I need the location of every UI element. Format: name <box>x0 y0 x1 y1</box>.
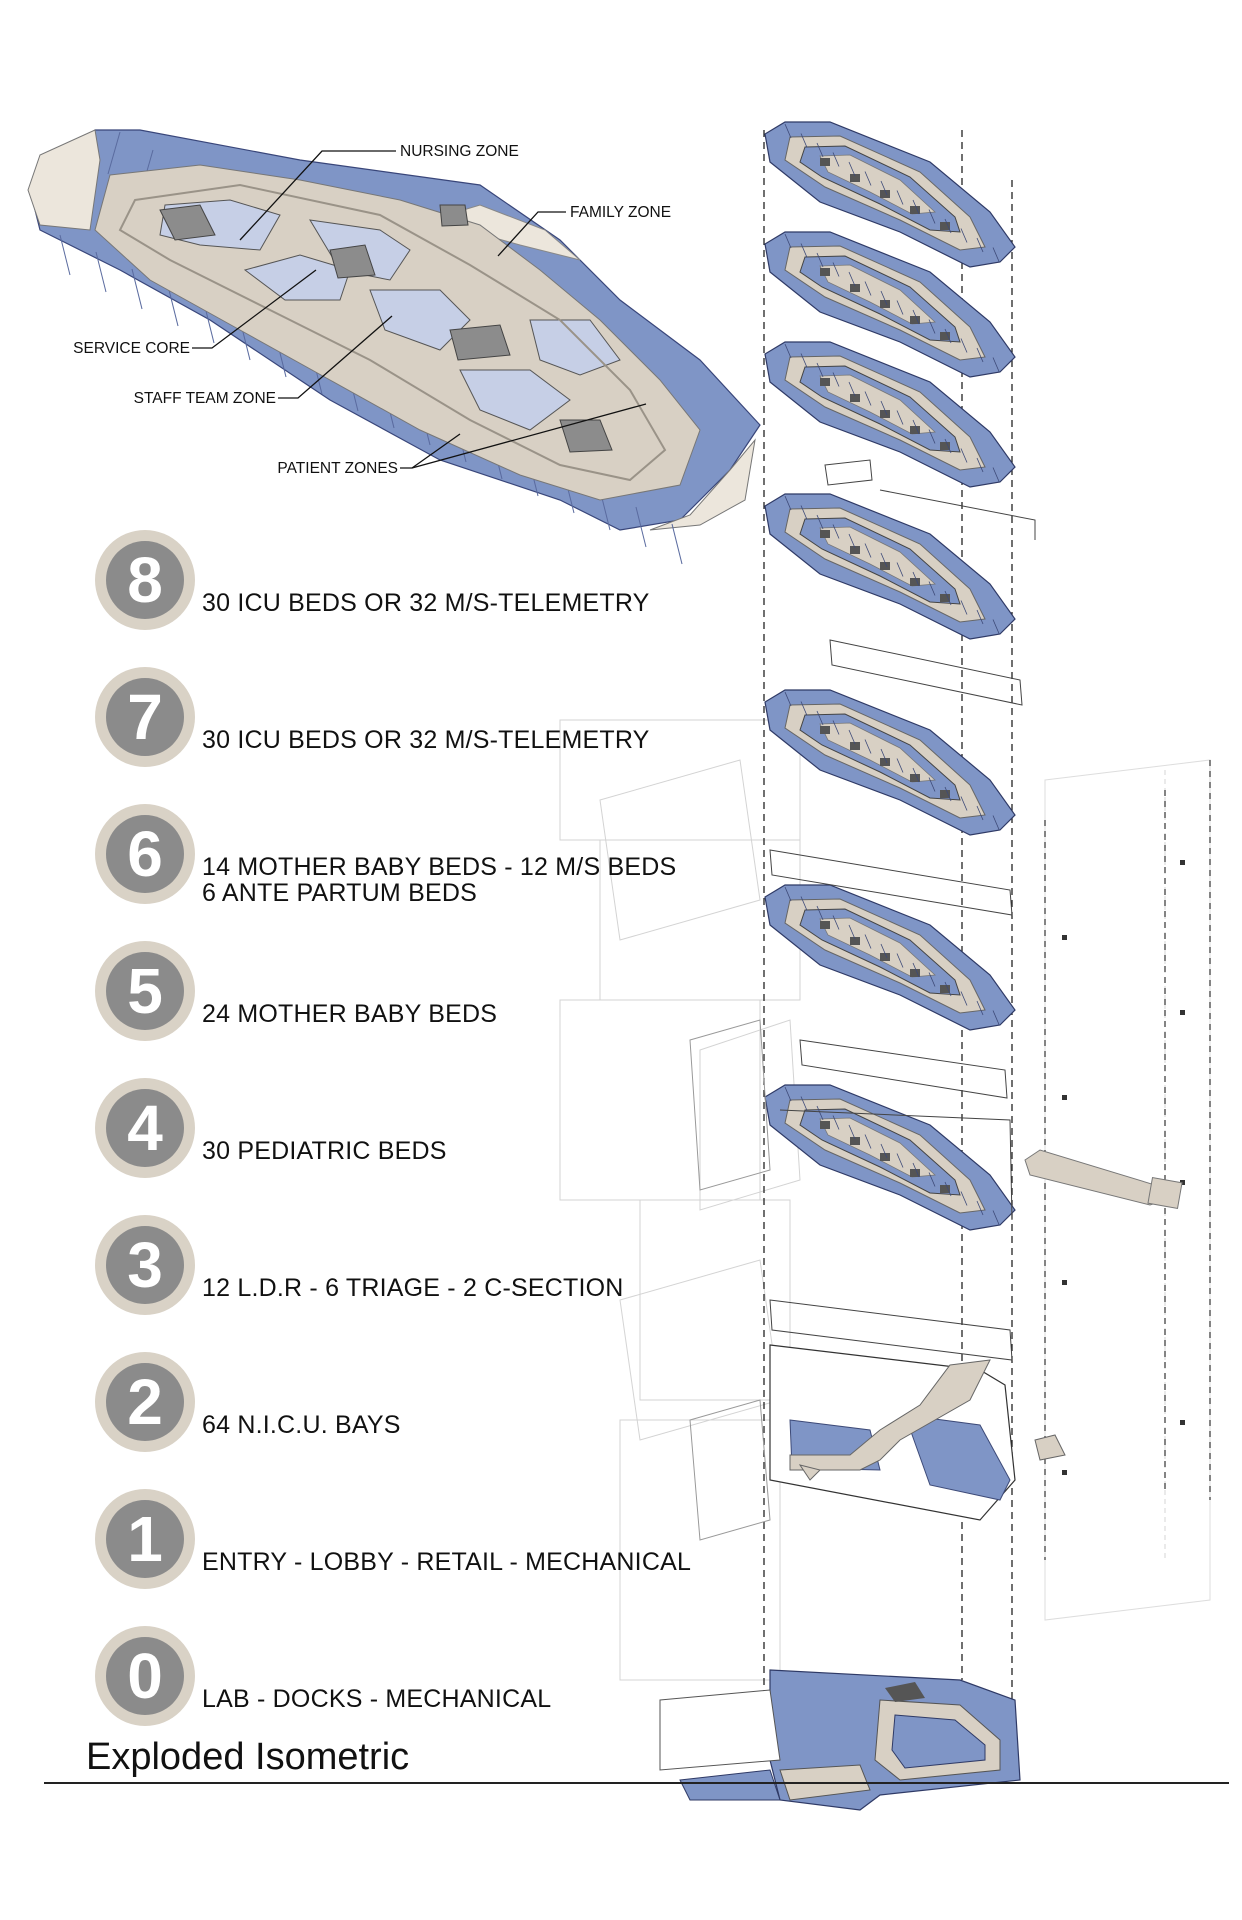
level-number: 1 <box>127 1503 163 1575</box>
floor-plate <box>764 689 1016 836</box>
ground-baseline <box>44 1782 1229 1784</box>
floor-plate <box>764 121 1016 268</box>
callout-patient-zones: PATIENT ZONES <box>277 460 398 477</box>
level-badge: 0 <box>95 1626 195 1726</box>
level-number: 6 <box>127 818 163 890</box>
level-row-2: 2 64 N.I.C.U. BAYS <box>0 1352 760 1462</box>
level-badge-inner: 3 <box>106 1226 184 1304</box>
level-description: LAB - DOCKS - MECHANICAL <box>202 1686 551 1712</box>
level-number: 7 <box>127 681 163 753</box>
callout-nursing-zone: NURSING ZONE <box>400 143 519 160</box>
level-badge-inner: 7 <box>106 678 184 756</box>
level-row-8: 8 30 ICU BEDS OR 32 M/S-TELEMETRY <box>0 530 760 640</box>
level-description: 30 PEDIATRIC BEDS <box>202 1138 447 1164</box>
floor-plate <box>764 231 1016 378</box>
typical-floor-plan: NURSING ZONE FAMILY ZONE SERVICE CORE ST… <box>27 129 761 565</box>
level-badge-inner: 0 <box>106 1637 184 1715</box>
level-badge-inner: 8 <box>106 541 184 619</box>
level-row-5: 5 24 MOTHER BABY BEDS <box>0 941 760 1051</box>
level-description-line: LAB - DOCKS - MECHANICAL <box>202 1685 552 1713</box>
level-description: ENTRY - LOBBY - RETAIL - MECHANICAL <box>202 1549 691 1575</box>
level-badge-inner: 1 <box>106 1500 184 1578</box>
floor-plate <box>764 341 1016 488</box>
right-dashed-shafts <box>1044 760 1211 1560</box>
level-description-line: 30 PEDIATRIC BEDS <box>202 1137 447 1165</box>
level-badge: 5 <box>95 941 195 1041</box>
callout-family-zone: FAMILY ZONE <box>570 204 671 221</box>
diagram-title: Exploded Isometric <box>86 1736 410 1778</box>
level-number: 3 <box>127 1229 163 1301</box>
level-badge: 3 <box>95 1215 195 1315</box>
level-description: 24 MOTHER BABY BEDS <box>202 1001 497 1027</box>
level-description: 30 ICU BEDS OR 32 M/S-TELEMETRY <box>202 727 650 753</box>
level-badge: 4 <box>95 1078 195 1178</box>
level-badge: 6 <box>95 804 195 904</box>
callout-staff-team-zone: STAFF TEAM ZONE <box>134 390 276 407</box>
level-description-line: 12 L.D.R - 6 TRIAGE - 2 C-SECTION <box>202 1274 624 1302</box>
level-number: 5 <box>127 955 163 1027</box>
callout-leaders <box>192 150 647 469</box>
adjacent-plan-outlines <box>689 459 1036 1541</box>
floor-plate <box>764 884 1016 1031</box>
floor-plates-stack <box>764 121 1016 1231</box>
level-description-line: 6 ANTE PARTUM BEDS <box>202 879 477 907</box>
level-row-4: 4 30 PEDIATRIC BEDS <box>0 1078 760 1188</box>
level-badge-inner: 2 <box>106 1363 184 1441</box>
level-description-line: ENTRY - LOBBY - RETAIL - MECHANICAL <box>202 1548 692 1576</box>
level-row-3: 3 12 L.D.R - 6 TRIAGE - 2 C-SECTION <box>0 1215 760 1325</box>
level-number: 2 <box>127 1366 163 1438</box>
level-badge: 2 <box>95 1352 195 1452</box>
level-badge: 7 <box>95 667 195 767</box>
level-number: 8 <box>127 544 163 616</box>
level-description-line: 64 N.I.C.U. BAYS <box>202 1411 401 1439</box>
level-description-line: 30 ICU BEDS OR 32 M/S-TELEMETRY <box>202 726 650 754</box>
podium-level-2 <box>769 1344 1066 1521</box>
callout-service-core: SERVICE CORE <box>73 340 190 357</box>
floor-plate <box>764 1084 1016 1231</box>
level-badge-inner: 6 <box>106 815 184 893</box>
floor-plate <box>764 493 1016 640</box>
level-description: 30 ICU BEDS OR 32 M/S-TELEMETRY <box>202 590 650 616</box>
level-number: 0 <box>127 1640 163 1712</box>
level-badge-inner: 5 <box>106 952 184 1030</box>
level-badge: 1 <box>95 1489 195 1589</box>
level-description-line: 14 MOTHER BABY BEDS - 12 M/S BEDS <box>202 853 677 881</box>
level-badge: 8 <box>95 530 195 630</box>
level-description-line: 30 ICU BEDS OR 32 M/S-TELEMETRY <box>202 589 650 617</box>
level-number: 4 <box>127 1092 163 1164</box>
level-description: 64 N.I.C.U. BAYS <box>202 1412 401 1438</box>
level-description-line: 24 MOTHER BABY BEDS <box>202 1000 498 1028</box>
level-badge-inner: 4 <box>106 1089 184 1167</box>
level-row-7: 7 30 ICU BEDS OR 32 M/S-TELEMETRY <box>0 667 760 777</box>
level-description: 12 L.D.R - 6 TRIAGE - 2 C-SECTION <box>202 1275 624 1301</box>
skybridge <box>1024 1149 1166 1206</box>
ground-level-0 <box>659 1669 1021 1811</box>
